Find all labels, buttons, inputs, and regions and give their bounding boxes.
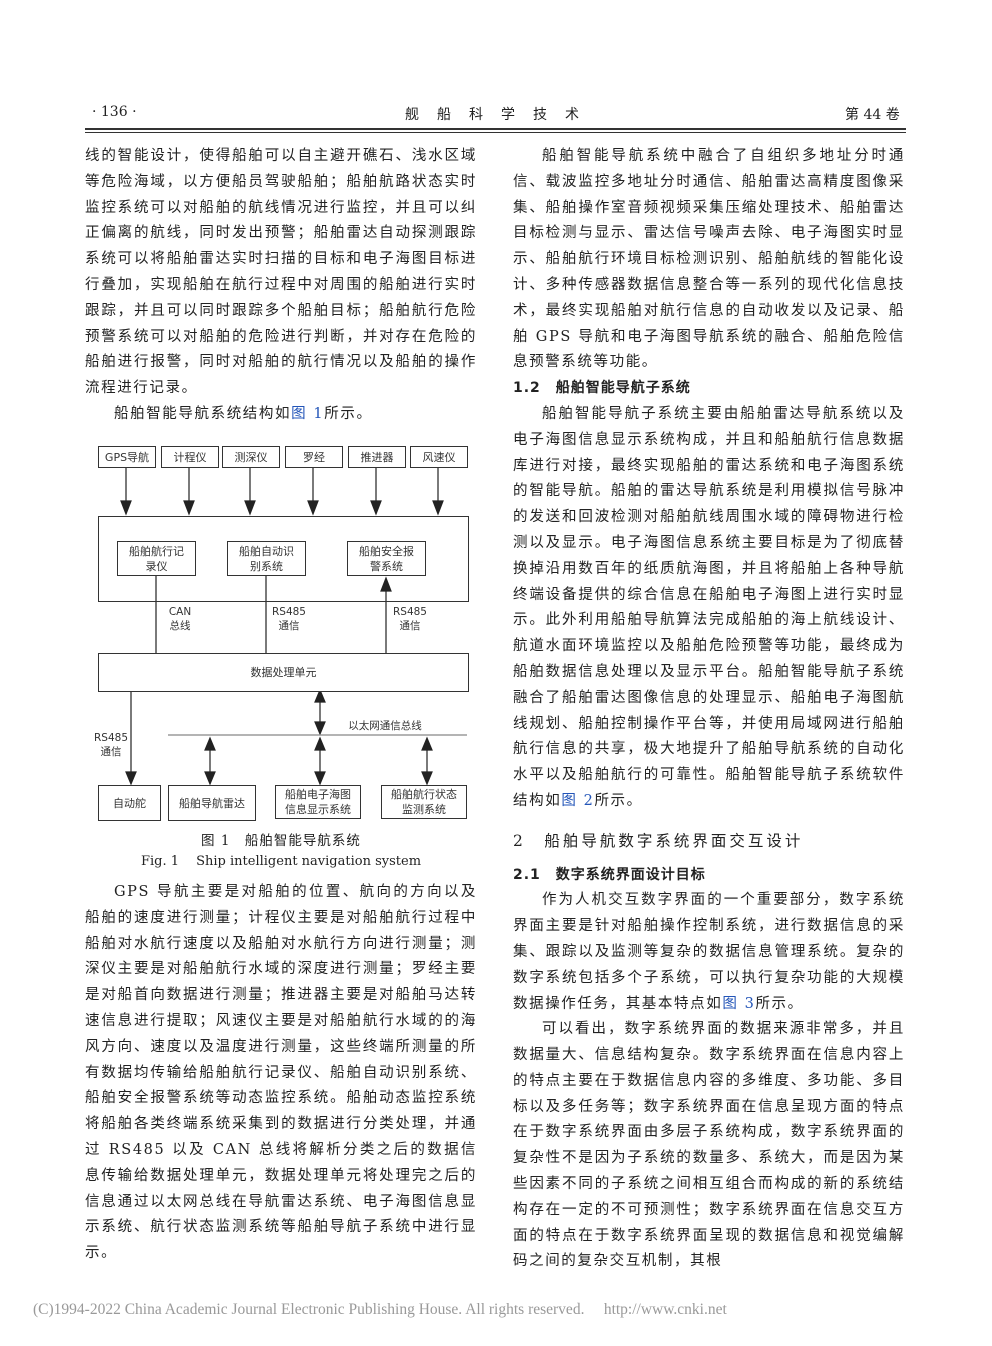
figure-link[interactable]: 图 2: [561, 792, 595, 809]
left-column-bottom: GPS 导航主要是对船舶的位置、航向的方向以及船舶的速度进行测量；计程仪主要是对…: [85, 880, 477, 1267]
paragraph: 作为人机交互数字界面的一个重要部分，数字系统界面主要是针对船舶操作控制系统，进行…: [513, 888, 905, 1017]
figure-link[interactable]: 图 3: [722, 995, 756, 1012]
section-heading-2: 2 船舶导航数字系统界面交互设计: [513, 831, 804, 850]
text: 船舶智能导航子系统主要由船舶雷达导航系统以及电子海图信息显示系统构成，并且和船舶…: [513, 405, 905, 809]
sensor-propeller: 推进器: [348, 446, 406, 468]
text: 所示。: [755, 995, 804, 1012]
volume: 第 44 卷: [845, 107, 900, 123]
sensor-gps: GPS导航: [98, 446, 156, 468]
section-heading-1-2: 1.2 船舶智能导航子系统: [513, 380, 691, 397]
paragraph: 船舶智能导航系统结构如图 1所示。: [85, 402, 477, 428]
autopilot-box: 自动舵: [98, 785, 161, 821]
text: 所示。: [594, 792, 643, 809]
copyright-footer: (C)1994-2022 China Academic Journal Elec…: [33, 1301, 727, 1318]
figure-caption-en: Fig. 1 Ship intelligent navigation syste…: [140, 854, 422, 869]
status-monitor-box: 船舶航行状态监测系统: [381, 785, 467, 819]
ethernet-bus-label: 以太网通信总线: [348, 720, 422, 732]
text: 作为人机交互数字界面的一个重要部分，数字系统界面主要是针对船舶操作控制系统，进行…: [513, 892, 905, 1012]
right-column: 船舶智能导航系统中融合了自组织多地址分时通信、载波监控多地址分时通信、船舶雷达高…: [513, 144, 905, 1275]
data-processing-unit-box: 数据处理单元: [98, 653, 469, 692]
rs485-label: RS485通信: [392, 606, 427, 632]
journal-title: 舰 船 科 学 技 术: [405, 107, 581, 123]
paragraph: 船舶智能导航系统中融合了自组织多地址分时通信、载波监控多地址分时通信、船舶雷达高…: [513, 148, 905, 371]
ais-box: 船舶自动识别系统: [227, 541, 306, 576]
diagram-connectors: [120, 466, 467, 786]
radar-box: 船舶导航雷达: [168, 785, 256, 821]
sensor-log: 计程仪: [161, 446, 219, 468]
paragraph: GPS 导航主要是对船舶的位置、航向的方向以及船舶的速度进行测量；计程仪主要是对…: [85, 884, 477, 1262]
sensor-anemometer: 风速仪: [410, 446, 468, 468]
figure-link[interactable]: 图 1: [291, 405, 325, 422]
paragraph: 可以看出，数字系统界面的数据来源非常多，并且数据量大、信息结构复杂。数字系统界面…: [513, 1021, 905, 1270]
voyage-recorder-box: 船舶航行记录仪: [117, 541, 196, 576]
ecdis-box: 船舶电子海图信息显示系统: [275, 785, 361, 819]
section-heading-2-1: 2.1 数字系统界面设计目标: [513, 866, 706, 883]
can-bus-label: CAN总线: [168, 606, 192, 632]
sensor-compass: 罗经: [285, 446, 343, 468]
text: 所示。: [324, 405, 373, 422]
page-number: · 136 ·: [92, 104, 137, 120]
header-rule: [85, 128, 906, 130]
left-column-top: 线的智能设计，使得船舶可以自主避开礁石、浅水区域等危险海域，以方便船员驾驶船舶；…: [85, 144, 477, 428]
rs485-label: RS485通信: [271, 606, 306, 632]
text: 船舶智能导航系统结构如: [114, 405, 292, 422]
figure-caption-cn: 图 1 船舶智能导航系统: [201, 833, 361, 849]
paragraph: 船舶智能导航子系统主要由船舶雷达导航系统以及电子海图信息显示系统构成，并且和船舶…: [513, 402, 905, 815]
monitor-group-box: [98, 516, 469, 602]
header-rule-thin: [85, 132, 906, 133]
safety-alarm-box: 船舶安全报警系统: [347, 541, 426, 576]
rs485-left-label: RS485通信: [94, 732, 129, 758]
sensor-arrows: [120, 466, 444, 516]
sensor-echo-sounder: 测深仪: [222, 446, 280, 468]
paragraph: 线的智能设计，使得船舶可以自主避开礁石、浅水区域等危险海域，以方便船员驾驶船舶；…: [85, 148, 477, 397]
